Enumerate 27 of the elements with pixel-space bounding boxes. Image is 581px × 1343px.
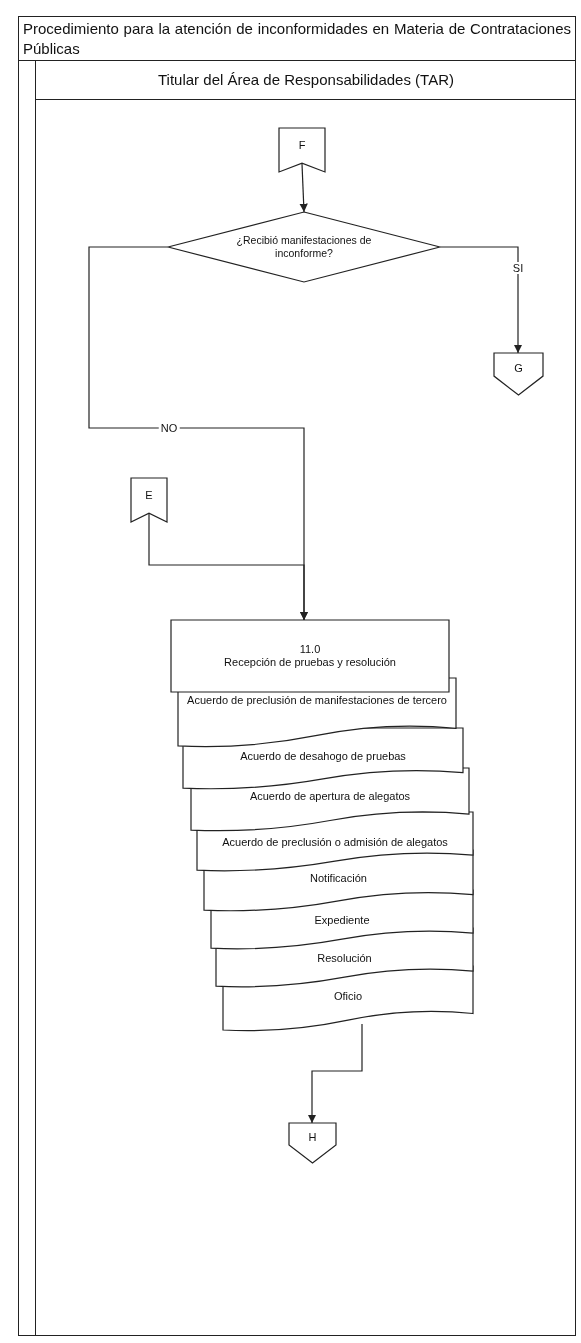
document-label: Acuerdo de preclusión o admisión de alegatos (221, 835, 449, 850)
connector-letter: E (145, 489, 153, 503)
process-label: Recepción de pruebas y resolución (224, 656, 396, 670)
connector-letter: F (298, 139, 306, 153)
connector-letter: H (308, 1131, 317, 1145)
document-label: Resolución (316, 951, 373, 966)
document-label: Acuerdo de desahogo de pruebas (239, 749, 407, 764)
off-page-connector (131, 478, 167, 522)
off-page-connector (279, 128, 325, 172)
connector-letter: G (514, 362, 523, 376)
document-label: Notificación (309, 871, 368, 886)
off-page-connector (289, 1123, 336, 1163)
decision-diamond (168, 212, 440, 282)
off-page-connector (494, 353, 543, 395)
lane-title: Titular del Área de Responsabilidades (TAR) (158, 71, 454, 88)
connector-arrow (307, 1023, 363, 1124)
document-label: Expediente (313, 913, 371, 928)
edge-label: NO (158, 422, 180, 434)
process-box (171, 620, 449, 692)
connector-arrow (439, 246, 523, 354)
document-label: Acuerdo de preclusión de manifestaciones de tercero (186, 693, 448, 708)
document-label: Acuerdo de apertura de alegatos (248, 789, 412, 804)
swimlane (35, 60, 576, 1336)
document-label: Oficio (332, 989, 364, 1004)
decision-label: ¿Recibió manifestaciones de inconforme? (235, 234, 373, 260)
edge-label: SI (510, 262, 526, 274)
step-number: 11.0 (299, 642, 321, 656)
